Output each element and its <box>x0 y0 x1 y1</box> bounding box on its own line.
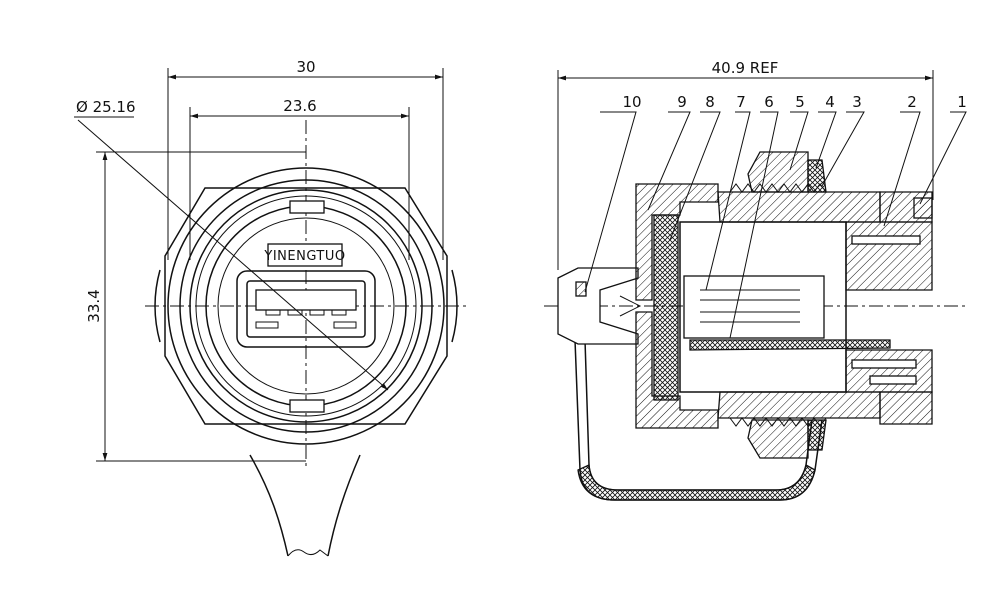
rear-housing-lower <box>879 391 933 425</box>
cap-plug-arrow <box>619 295 642 317</box>
nut-top <box>747 151 809 193</box>
length-label: 40.9 REF <box>712 59 779 77</box>
pcb-blade <box>689 339 891 351</box>
callout-leaders <box>584 111 967 339</box>
threaded-body-top <box>717 191 881 223</box>
callout-6: 6 <box>764 93 774 111</box>
callout-4: 4 <box>825 93 835 111</box>
callout-8: 8 <box>705 93 715 111</box>
callout-10: 10 <box>622 93 641 111</box>
callout-5: 5 <box>795 93 805 111</box>
callout-3: 3 <box>852 93 862 111</box>
rear-slot-lower-2 <box>869 375 917 385</box>
usb-port-inner <box>246 280 366 338</box>
callout-1: 1 <box>957 93 967 111</box>
front-view: YINENGTUO Ø 25.16 30 23.6 33.4 <box>74 58 470 557</box>
diameter-leader <box>77 119 389 391</box>
end-cap <box>913 197 933 219</box>
usb-contact-2 <box>287 309 303 316</box>
usb-receptacle <box>683 275 825 339</box>
usb-contact-4 <box>331 309 347 316</box>
usb-contact-1 <box>265 309 281 316</box>
inner-cavity <box>679 221 847 393</box>
outer-ring <box>167 167 445 445</box>
key-tab-bottom <box>289 399 325 413</box>
hex-nut-chamfer <box>154 269 458 343</box>
usb-latch-left <box>255 321 279 329</box>
rear-insert <box>845 221 933 291</box>
height-label: 33.4 <box>85 289 103 322</box>
part-callouts: 10 9 8 7 6 5 4 3 2 1 <box>622 93 966 111</box>
dust-cap-strap-fill <box>577 464 816 501</box>
front-seal <box>653 214 679 401</box>
diameter-dimension-label: Ø 25.16 <box>76 98 136 116</box>
rear-slot <box>851 235 921 245</box>
threaded-body-bottom <box>717 391 881 419</box>
hex-nut <box>164 187 448 425</box>
face-ring <box>217 217 395 395</box>
brand-label-box <box>267 243 343 267</box>
inner-width-label: 23.6 <box>283 97 316 115</box>
body-ring <box>195 195 417 417</box>
section-view: 40.9 REF <box>544 59 967 501</box>
rear-slot-lower-1 <box>851 359 917 369</box>
key-tab-top <box>289 200 325 214</box>
usb-latch-right <box>333 321 357 329</box>
overall-width-label: 30 <box>296 58 315 76</box>
brand-label: YINENGTUO <box>263 249 345 264</box>
front-tail-break <box>287 549 329 557</box>
usb-tongue <box>255 289 357 311</box>
o-ring-bottom <box>807 419 827 451</box>
panel-ring <box>179 179 433 433</box>
callout-2: 2 <box>907 93 917 111</box>
seal-ring <box>189 189 423 423</box>
callout-7: 7 <box>736 93 746 111</box>
usb-port-outer <box>236 270 376 348</box>
front-tail <box>249 454 361 557</box>
usb-contact-3 <box>309 309 325 316</box>
rear-insert-lower <box>845 349 933 393</box>
nut-bottom <box>747 419 809 459</box>
o-ring-top <box>807 159 827 193</box>
callout-9: 9 <box>677 93 687 111</box>
cap-plug-insert <box>575 281 587 297</box>
